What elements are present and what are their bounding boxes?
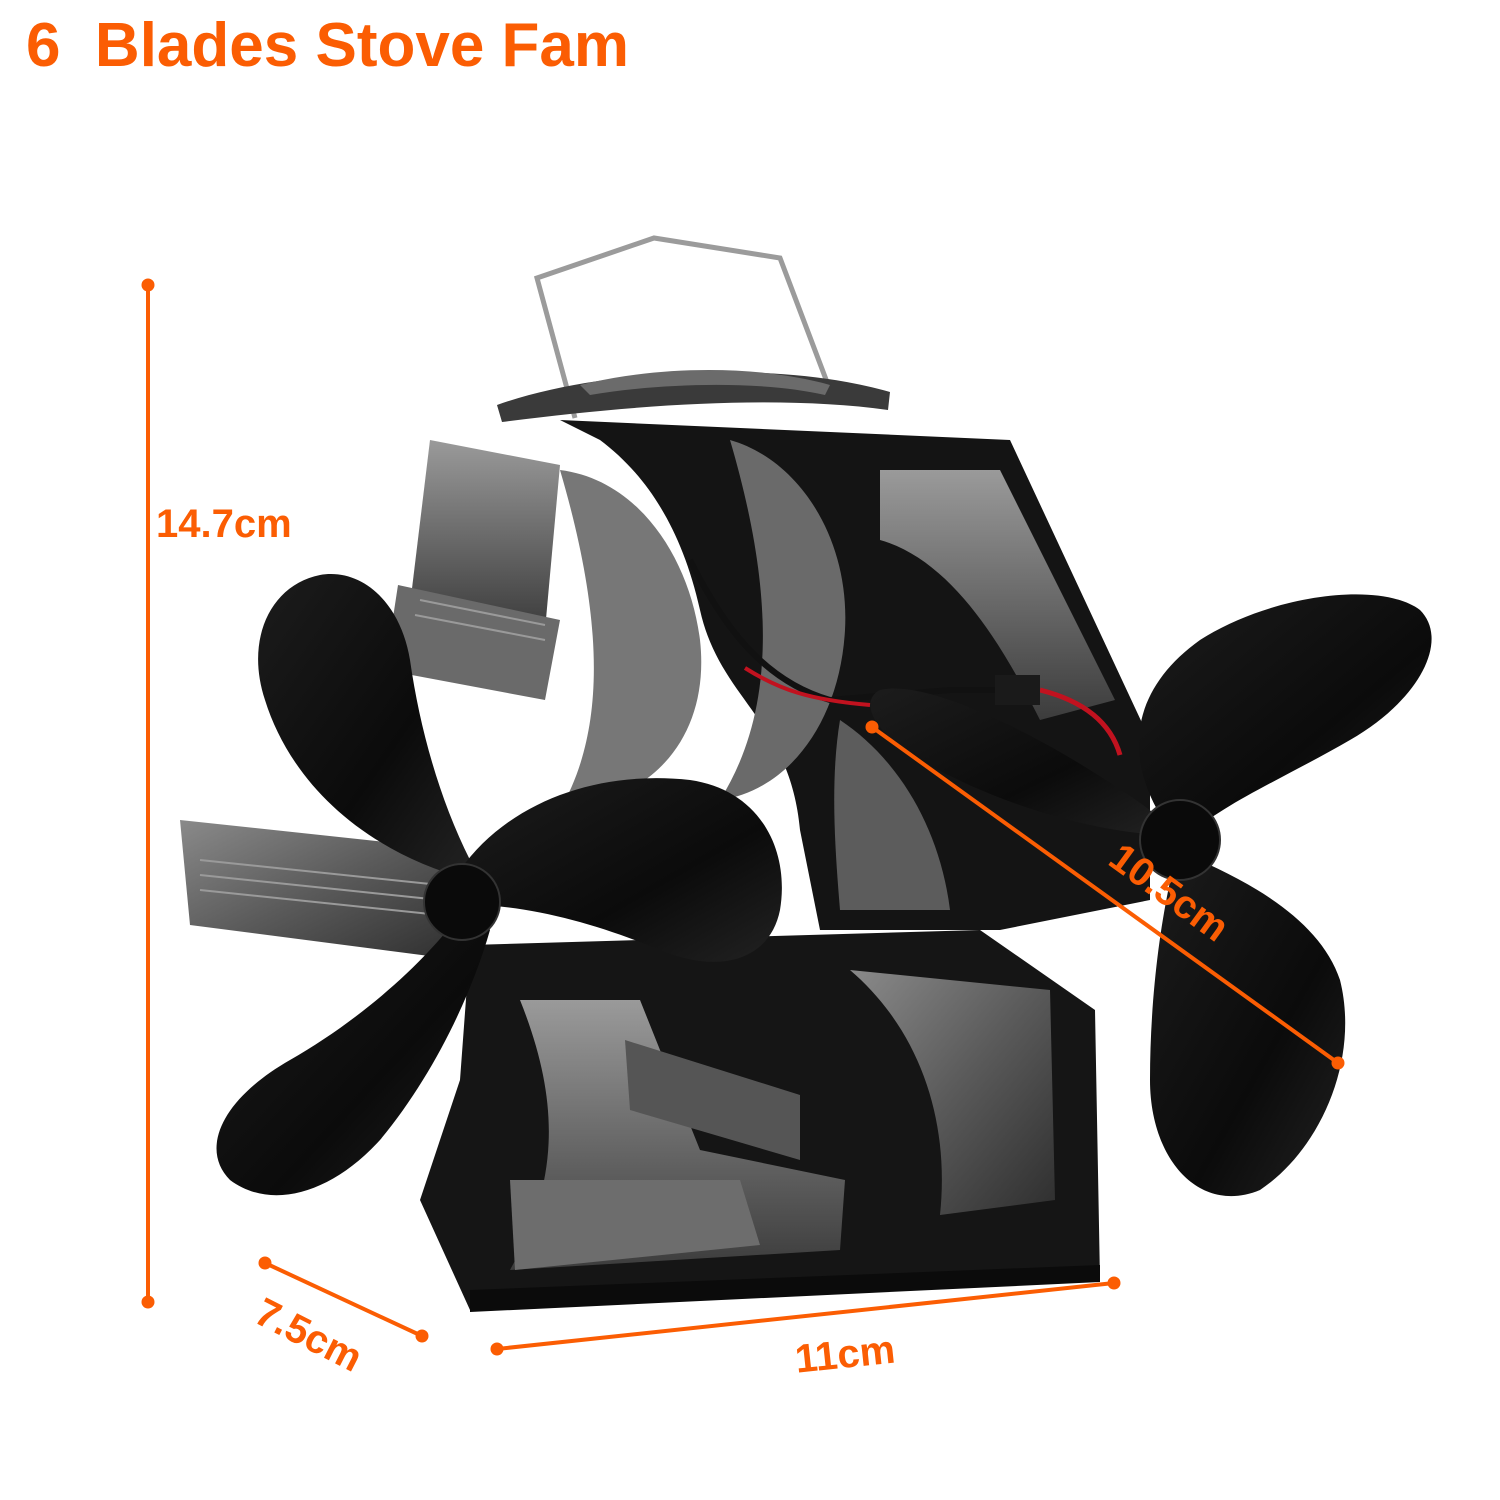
wire-handle xyxy=(533,235,833,419)
fan-rotor-left xyxy=(216,574,782,1196)
fan-body xyxy=(560,420,1150,930)
dimension-blade-span xyxy=(865,720,1345,1070)
dimension-depth xyxy=(258,1256,429,1343)
fan-rotor-right xyxy=(870,594,1432,1197)
heat-sink-left xyxy=(180,440,560,960)
fan-wires xyxy=(687,558,1123,756)
top-plate xyxy=(497,370,890,422)
height-label: 14.7cm xyxy=(156,502,292,546)
fan-base xyxy=(420,930,1100,1312)
dimension-width xyxy=(490,1276,1121,1356)
dimension-height xyxy=(141,278,155,1309)
product-title: 6 Blades Stove Fam xyxy=(26,11,630,80)
